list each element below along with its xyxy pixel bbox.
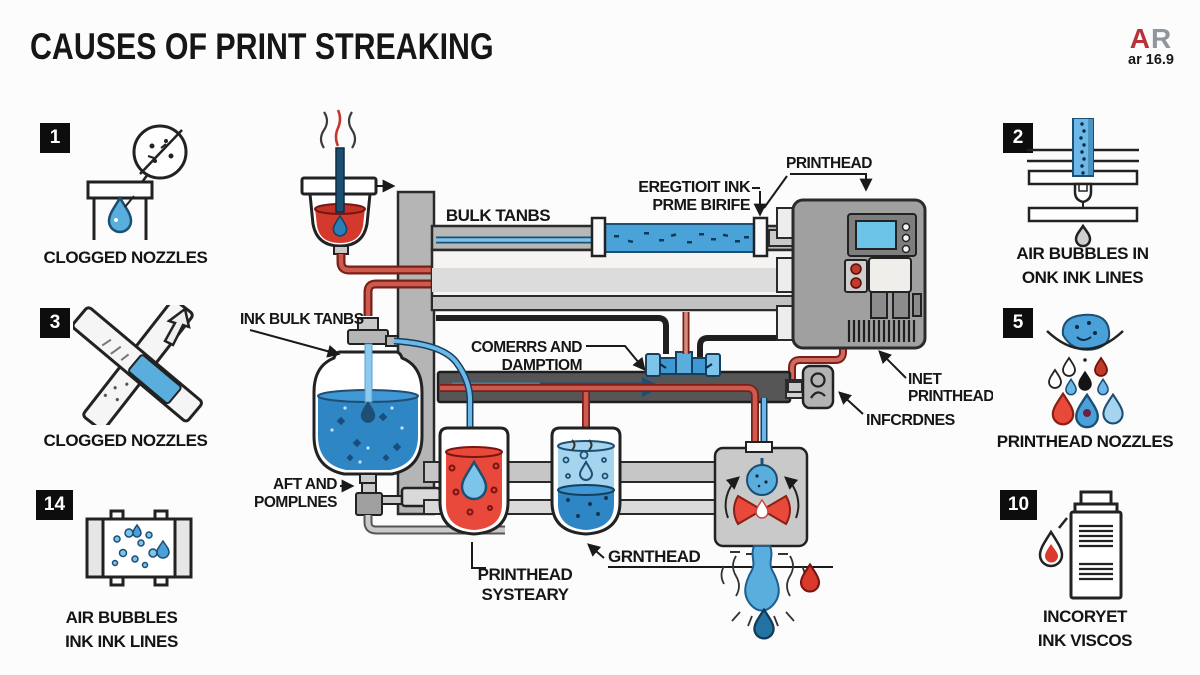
item-number-badge: 5 [1003,308,1033,338]
cause-item-5: 5 PRINTHEAD NOZZLES [990,305,1180,455]
black-tube-right [697,335,800,372]
label-inet-line2: PRINTHEAD [908,388,993,405]
ink-stream [720,545,821,640]
blue-canister [550,426,622,536]
item-label: CLOGGED NOZZLES [43,431,208,450]
label-ink-bulk-tanks: INK BULK TANBS [240,311,364,328]
brand-logo-caption: ar 16.9 [1128,52,1174,69]
printer-system-diagram: BULK TANBS PRINTHEAD EREGTIOIT INK PRME … [240,109,993,640]
red-tube-machine [788,348,847,382]
cause-item-3: 3 CLOGGED NOZZLES [28,305,223,460]
label-bulk-tanks: BULK TANBS [446,206,550,225]
steam-lines [319,109,357,149]
label-ph-system-line1: PRINTHEAD [478,565,573,584]
label-grnthead: GRNTHEAD [608,547,701,566]
blue-manifold [645,351,721,377]
label-aft-line1: AFT AND [273,476,337,493]
black-tube-left [436,315,669,354]
item-label: CLOGGED NOZZLES [43,248,208,267]
item-number-badge: 14 [36,490,73,520]
degasser-pump-box [608,441,833,568]
label-ph-system-line2: SYSTEARY [481,585,569,604]
fill-cup [300,147,378,255]
machine-grille [847,320,916,342]
dripping-nozzles-icon [1046,313,1124,429]
item-number-badge: 2 [1003,123,1033,153]
label-fill-line2: PRME BIRIFE [652,197,750,214]
tube-bubbles-icon [1027,118,1139,248]
item-number-badge: 10 [1000,490,1037,520]
item-number-badge: 1 [40,123,70,153]
label-inet-line1: INET [908,371,942,388]
label-aft-line2: POMPLNES [254,494,337,511]
crossed-swabs-icon [73,305,203,425]
label-carriage-line1: COMERRS AND [471,339,582,356]
ink-bottle-icon [1038,490,1123,600]
machine-screen [855,220,897,250]
blue-run [393,337,768,444]
red-run [440,384,759,444]
label-carriage-line2: DAMPTIOM [502,357,582,374]
clogged-nozzle-inspect-icon [86,124,188,240]
pump-valve-assembly [355,482,505,535]
item-label: PRINTHEAD NOZZLES [996,432,1174,451]
cause-item-1: 1 CLOGGED NOZZLES [28,118,223,278]
label-infcrdnes: INFCRDNES [866,412,956,429]
brand-logo: AR ar 16.9 [1128,24,1174,69]
red-feed-tubes [336,254,434,316]
bubble-chamber-icon [85,509,193,587]
label-printhead-top: PRINTHEAD [786,155,872,172]
printer-machine [791,198,927,350]
item-number-badge: 3 [40,308,70,338]
brand-logo-mark: AR [1129,23,1173,54]
ink-trough [590,216,796,258]
page-title: CAUSES OF PRINT STREAKING [30,26,494,67]
red-canister [438,426,510,536]
label-fill-line1: EREGTIOIT INK [638,179,751,196]
sensor-box [787,364,835,410]
